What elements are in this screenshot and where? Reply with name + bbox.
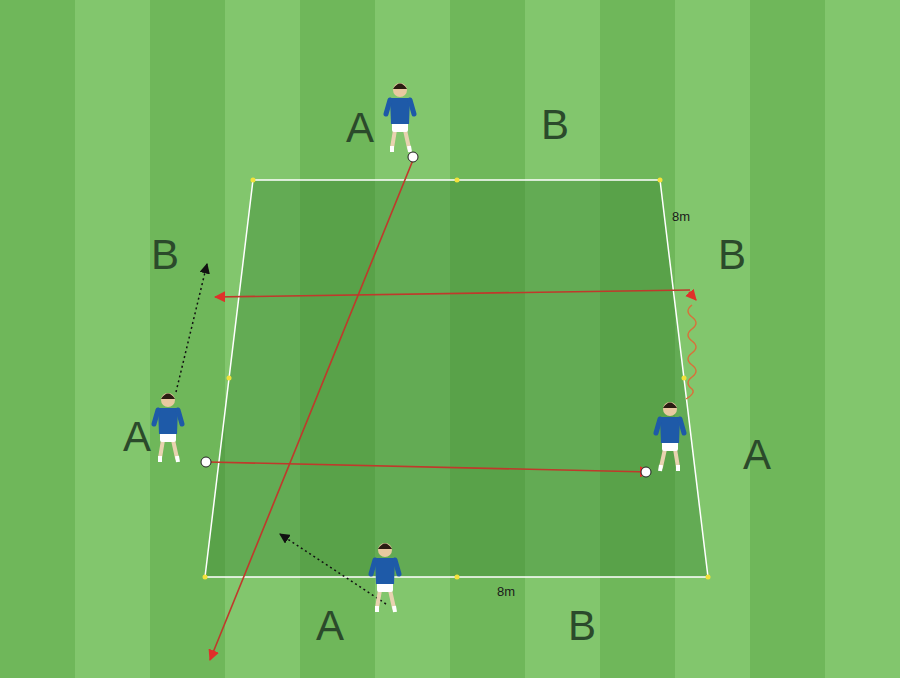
dribble-line — [686, 305, 696, 399]
ball — [641, 467, 651, 477]
player-figure — [371, 543, 399, 612]
position-label: A — [743, 434, 771, 476]
position-label: A — [316, 605, 344, 647]
position-label: A — [123, 416, 151, 458]
position-label: A — [346, 107, 374, 149]
ball — [408, 152, 418, 162]
dimension-label: 8m — [497, 585, 515, 598]
dimension-label: 8m — [672, 210, 690, 223]
player-figure — [154, 393, 182, 462]
position-label: B — [541, 104, 569, 146]
position-label: B — [568, 605, 596, 647]
position-label: B — [151, 234, 179, 276]
ball — [201, 457, 211, 467]
player-figure — [656, 402, 684, 471]
position-label: B — [718, 234, 746, 276]
grid-square — [205, 180, 708, 577]
run-arrows — [176, 264, 386, 604]
player-figure — [386, 83, 414, 152]
pass-arrows — [208, 160, 690, 660]
receive-arrow — [689, 292, 696, 300]
players — [154, 83, 684, 612]
cone-markers — [203, 178, 711, 580]
